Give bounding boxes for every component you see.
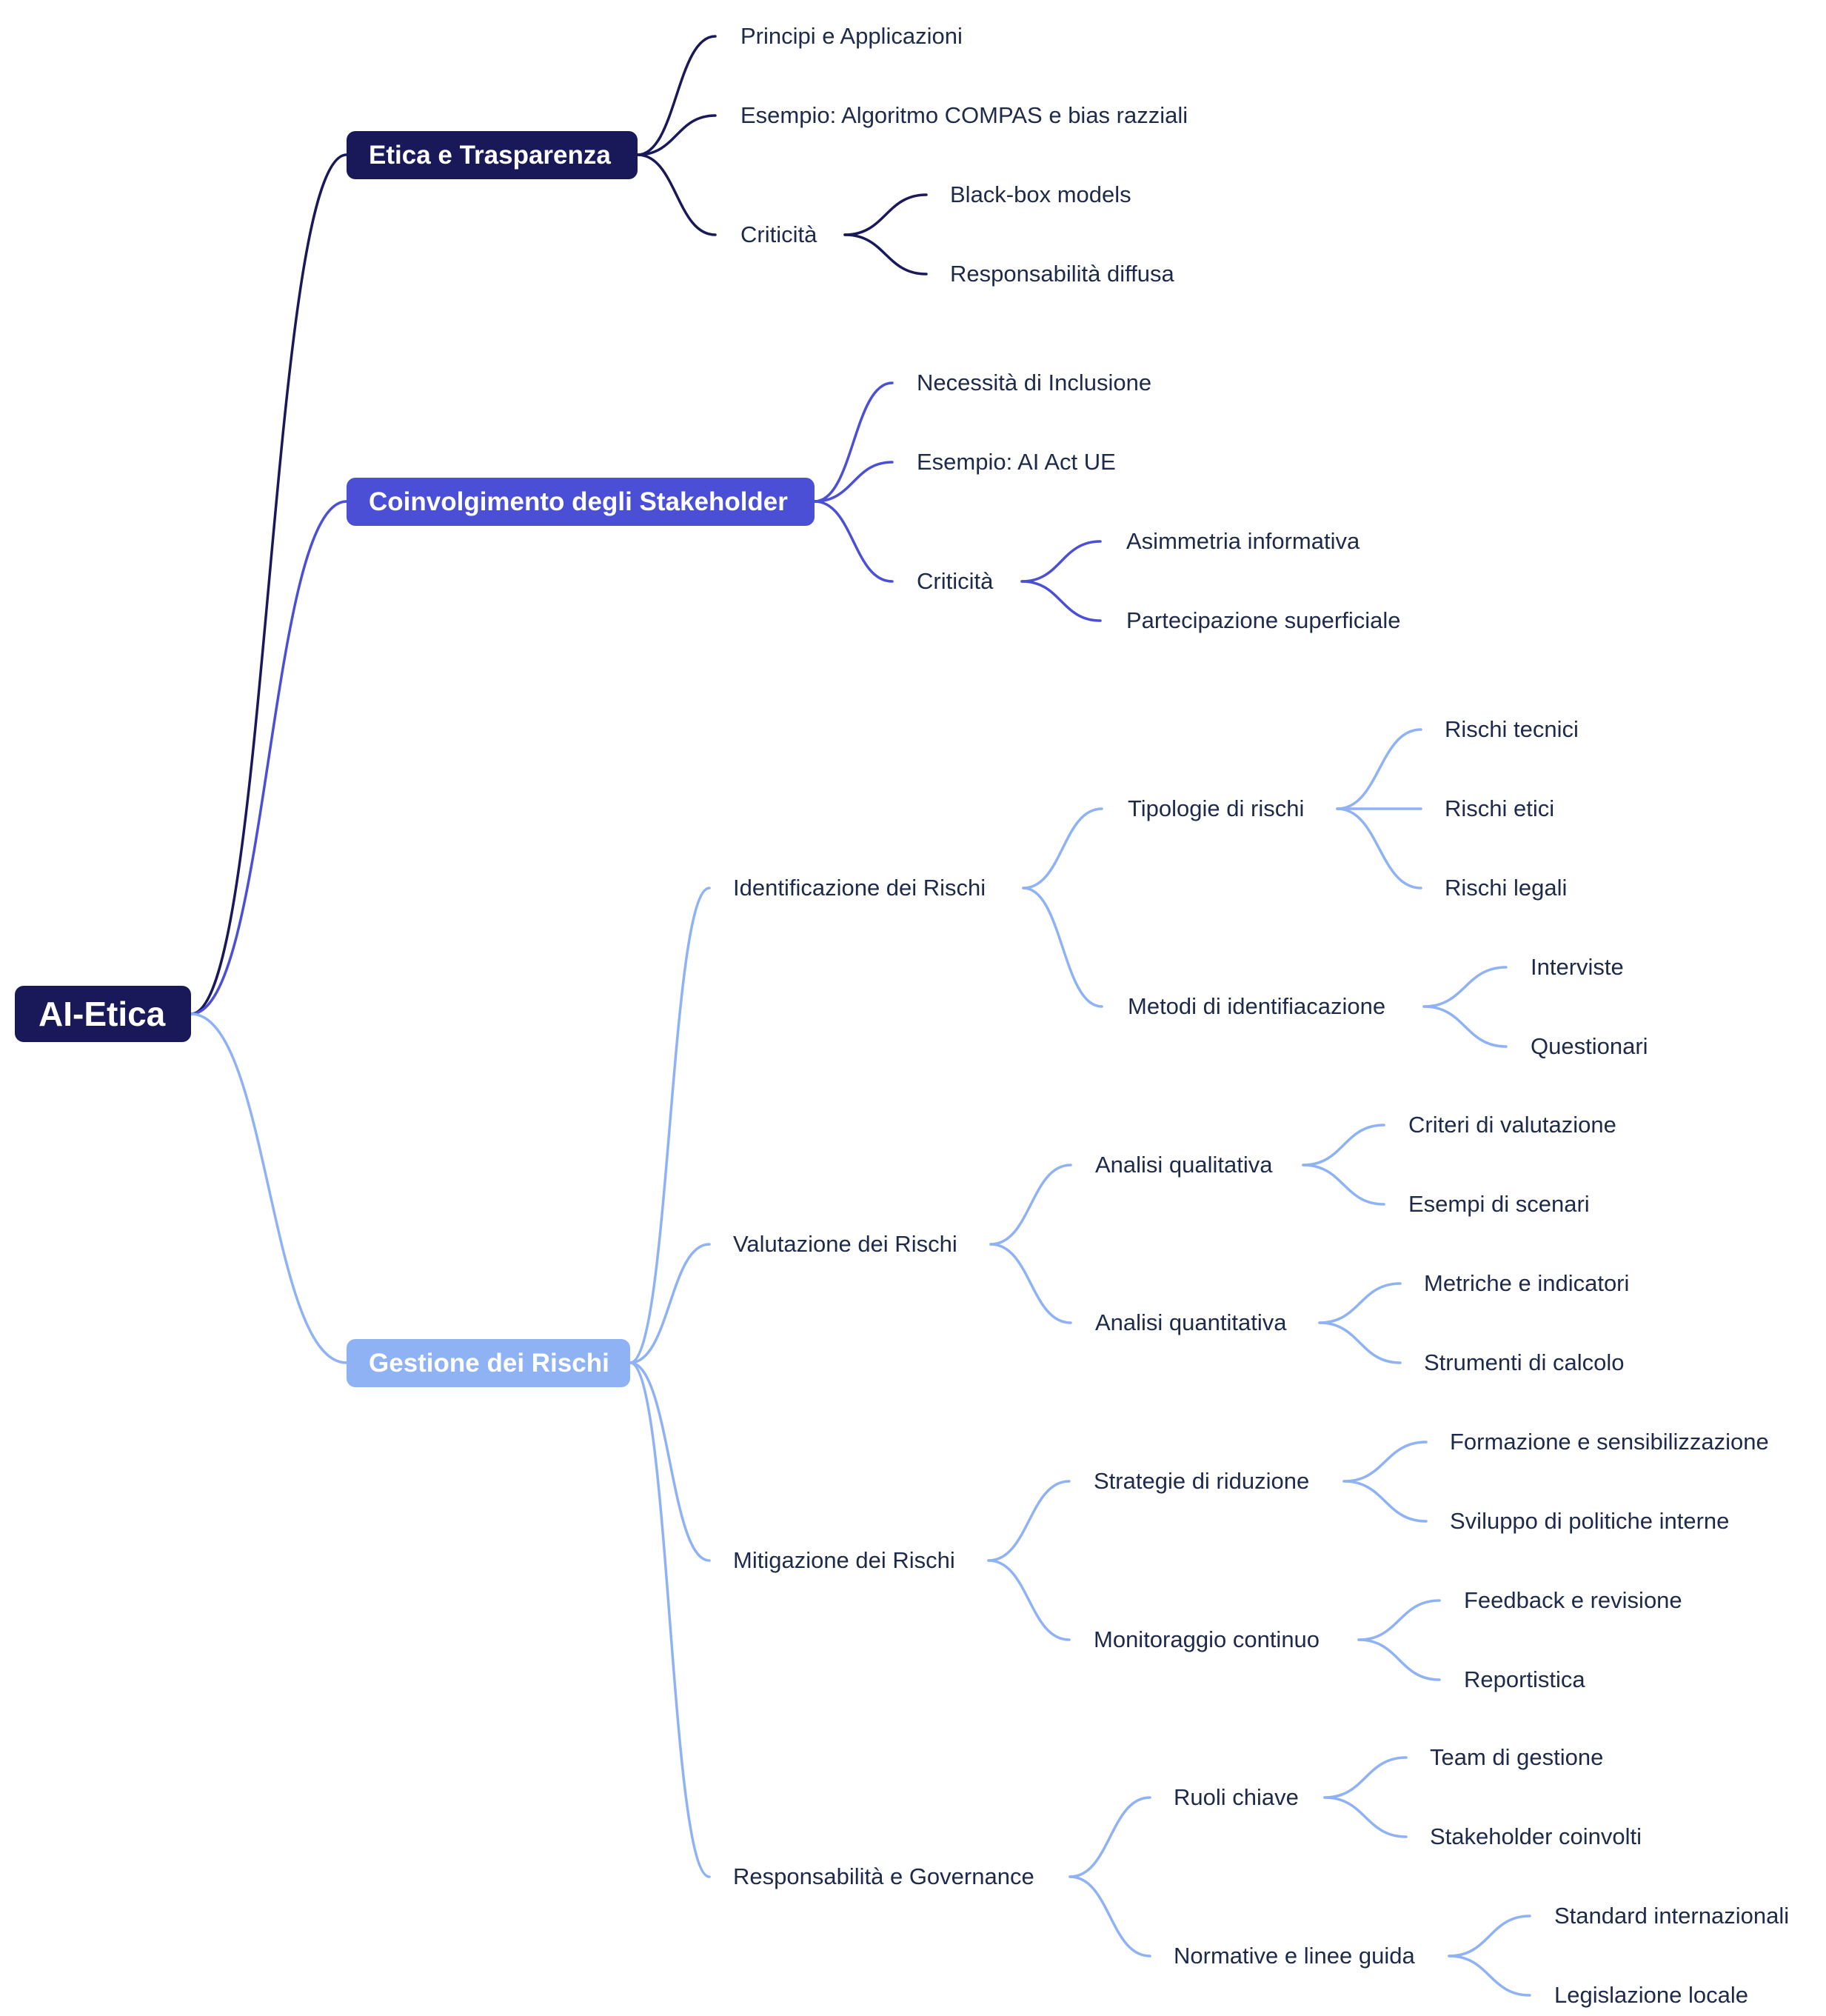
connector-line-3 <box>190 1012 348 1364</box>
node-responsabilita-diffusa[interactable]: Responsabilità diffusa <box>950 261 1174 287</box>
node-esempi-scenari[interactable]: Esempi di scenari <box>1408 1191 1590 1217</box>
connector-line-9 <box>813 381 894 503</box>
node-rischi-etici[interactable]: Rischi etici <box>1445 795 1555 821</box>
node-analisi-quantitativa[interactable]: Analisi quantitativa <box>1095 1309 1287 1335</box>
connector-line-24 <box>1422 1005 1508 1048</box>
connector-line-7 <box>843 193 928 236</box>
connector-line-33 <box>1342 1441 1428 1483</box>
connector-line-10 <box>813 461 894 503</box>
connector-line-40 <box>1323 1796 1408 1838</box>
node-formazione-sensibilizzazione[interactable]: Formazione e sensibilizzazione <box>1450 1429 1769 1455</box>
node-ruoli-chiave[interactable]: Ruoli chiave <box>1174 1784 1299 1810</box>
node-strategie-riduzione[interactable]: Strategie di riduzione <box>1094 1468 1310 1494</box>
node-identificazione-rischi[interactable]: Identificazione dei Rischi <box>733 875 986 901</box>
node-rischi-legali[interactable]: Rischi legali <box>1445 875 1568 901</box>
connector-line-26 <box>989 1243 1072 1324</box>
node-standard-internazionali[interactable]: Standard internazionali <box>1554 1903 1790 1929</box>
connector-line-25 <box>989 1164 1072 1246</box>
node-criteri-valutazione[interactable]: Criteri di valutazione <box>1408 1112 1616 1138</box>
node-metodi-identificazione[interactable]: Metodi di identifiacazione <box>1128 993 1386 1019</box>
node-sviluppo-politiche[interactable]: Sviluppo di politiche interne <box>1450 1508 1730 1534</box>
connector-line-6 <box>636 153 717 236</box>
connector-line-28 <box>1302 1164 1385 1206</box>
connector-line-38 <box>1068 1875 1151 1957</box>
connector-line-1 <box>190 153 348 1015</box>
connector-line-36 <box>1357 1638 1441 1681</box>
connector-line-29 <box>1318 1282 1402 1324</box>
connector-line-17 <box>629 1361 711 1878</box>
node-esempio-ai-act[interactable]: Esempio: AI Act UE <box>917 449 1116 475</box>
node-monitoraggio-continuo[interactable]: Monitoraggio continuo <box>1094 1626 1320 1652</box>
node-reportistica[interactable]: Reportistica <box>1464 1666 1585 1692</box>
node-interviste[interactable]: Interviste <box>1531 954 1624 980</box>
node-questionari[interactable]: Questionari <box>1531 1033 1648 1059</box>
node-mitigazione-rischi[interactable]: Mitigazione dei Rischi <box>733 1547 955 1573</box>
node-asimmetria-informativa[interactable]: Asimmetria informativa <box>1126 528 1360 554</box>
connector-line-13 <box>1020 580 1102 622</box>
node-tipologie-rischi[interactable]: Tipologie di rischi <box>1128 795 1305 821</box>
node-team-gestione[interactable]: Team di gestione <box>1430 1744 1604 1770</box>
branch-gestione-rischi[interactable]: Gestione dei Rischi <box>347 1339 630 1387</box>
connector-line-12 <box>1020 540 1102 583</box>
connector-line-16 <box>629 1361 711 1562</box>
node-rischi-tecnici[interactable]: Rischi tecnici <box>1445 716 1579 742</box>
node-analisi-qualitativa[interactable]: Analisi qualitativa <box>1095 1152 1273 1178</box>
node-black-box-models[interactable]: Black-box models <box>950 181 1131 207</box>
node-legislazione-locale[interactable]: Legislazione locale <box>1554 1982 1748 2008</box>
connector-line-5 <box>636 114 717 156</box>
node-partecipazione-superficiale[interactable]: Partecipazione superficiale <box>1126 607 1401 633</box>
root-node[interactable]: AI-Etica <box>15 986 191 1042</box>
node-normative-linee-guida[interactable]: Normative e linee guida <box>1174 1943 1415 1969</box>
connector-line-35 <box>1357 1599 1441 1641</box>
connector-line-37 <box>1068 1796 1151 1878</box>
branch-etica-trasparenza[interactable]: Etica e Trasparenza <box>347 131 638 179</box>
node-strumenti-calcolo[interactable]: Strumenti di calcolo <box>1424 1349 1625 1375</box>
connector-line-14 <box>629 887 711 1364</box>
node-metriche-indicatori[interactable]: Metriche e indicatori <box>1424 1270 1630 1296</box>
connector-line-30 <box>1318 1321 1402 1364</box>
connector-line-19 <box>1022 887 1103 1008</box>
connector-line-27 <box>1302 1124 1385 1166</box>
connector-line-39 <box>1323 1756 1408 1799</box>
connector-line-41 <box>1448 1915 1531 1957</box>
connector-line-11 <box>813 500 894 583</box>
branch-coinvolgimento-stakeholder[interactable]: Coinvolgimento degli Stakeholder <box>347 478 815 526</box>
connector-line-20 <box>1336 728 1422 810</box>
node-criticita-stakeholder[interactable]: Criticità <box>917 568 994 594</box>
connector-line-2 <box>190 500 348 1015</box>
connector-line-4 <box>636 35 717 156</box>
connector-line-8 <box>843 233 928 276</box>
connector-line-32 <box>987 1559 1071 1641</box>
connector-line-34 <box>1342 1480 1428 1523</box>
node-principi-applicazioni[interactable]: Principi e Applicazioni <box>740 23 963 49</box>
node-necessita-inclusione[interactable]: Necessità di Inclusione <box>917 370 1152 395</box>
connector-line-23 <box>1422 966 1508 1008</box>
connector-line-15 <box>629 1243 711 1364</box>
node-valutazione-rischi[interactable]: Valutazione dei Rischi <box>733 1231 957 1257</box>
node-feedback-revisione[interactable]: Feedback e revisione <box>1464 1587 1682 1613</box>
connector-line-22 <box>1336 807 1422 889</box>
connector-line-42 <box>1448 1955 1531 1997</box>
connector-line-31 <box>987 1480 1071 1562</box>
node-responsabilita-governance[interactable]: Responsabilità e Governance <box>733 1863 1034 1889</box>
node-criticita-etica[interactable]: Criticità <box>740 221 817 247</box>
node-esempio-compas[interactable]: Esempio: Algoritmo COMPAS e bias razzial… <box>740 102 1188 128</box>
node-stakeholder-coinvolti[interactable]: Stakeholder coinvolti <box>1430 1823 1642 1849</box>
connector-line-18 <box>1022 807 1103 889</box>
